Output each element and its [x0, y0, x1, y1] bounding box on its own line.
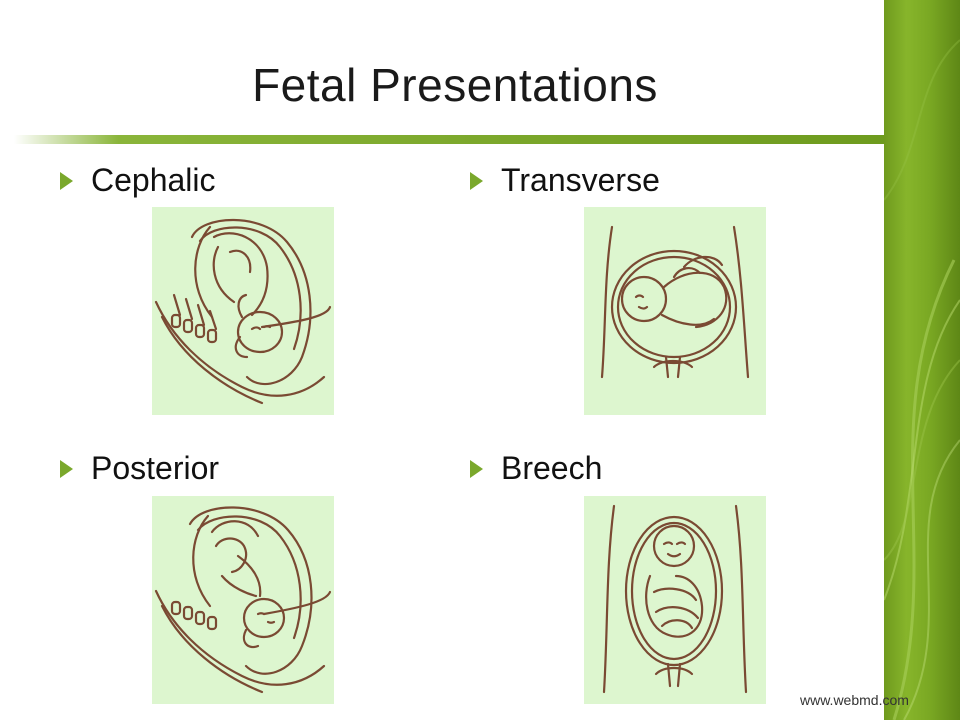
transverse-illustration — [584, 207, 766, 415]
bullet-transverse: Transverse — [470, 162, 660, 199]
bullet-cephalic: Cephalic — [60, 162, 216, 199]
cephalic-illustration — [152, 207, 334, 415]
posterior-drawing — [154, 506, 332, 694]
bullet-label: Cephalic — [91, 162, 216, 198]
breech-illustration — [584, 496, 766, 704]
bullet-arrow-icon — [470, 459, 483, 478]
bullet-breech: Breech — [470, 450, 602, 487]
breech-drawing — [602, 504, 748, 694]
transverse-drawing — [600, 225, 750, 379]
side-band-swirls — [884, 39, 960, 720]
bullet-arrow-icon — [60, 459, 73, 478]
bullet-posterior: Posterior — [60, 450, 219, 487]
source-credit: www.webmd.com — [800, 692, 909, 708]
bullet-arrow-icon — [60, 171, 73, 190]
posterior-illustration — [152, 496, 334, 704]
bullet-label: Transverse — [501, 162, 660, 198]
title-underline — [14, 135, 884, 144]
slide-title: Fetal Presentations — [252, 59, 658, 111]
decorative-side-band — [884, 0, 960, 720]
bullet-label: Breech — [501, 450, 603, 486]
bullet-label: Posterior — [91, 450, 220, 486]
cephalic-drawing — [154, 218, 332, 405]
bullet-arrow-icon — [470, 171, 483, 190]
